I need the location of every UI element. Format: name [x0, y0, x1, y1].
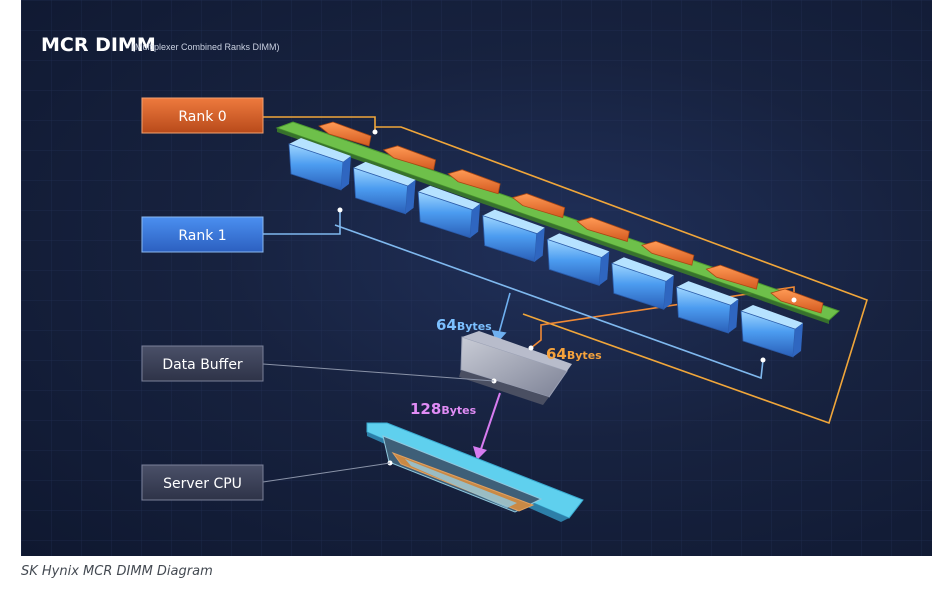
- memory-chip: [482, 193, 566, 263]
- rank0-bytes-label: 64Bytes: [546, 345, 602, 363]
- rank0-label: Rank 0: [178, 109, 226, 125]
- rank1-bytes-label: 64Bytes: [436, 316, 492, 334]
- memory-chip: [353, 145, 437, 215]
- cpu-bytes-value: 128: [410, 400, 441, 418]
- label-server-cpu: Server CPU: [141, 464, 264, 501]
- rank0-connector: [263, 116, 868, 425]
- server-cpu-chip: [366, 422, 584, 522]
- figure-caption: SK Hynix MCR DIMM Diagram: [21, 564, 213, 579]
- rank0-bytes-value: 64: [546, 345, 567, 363]
- cpu-bytes-label: 128Bytes: [410, 400, 477, 418]
- memory-chip: [546, 217, 630, 286]
- data-buffer-chip: [459, 331, 572, 405]
- memory-chip: [740, 288, 824, 358]
- rank1-label: Rank 1: [178, 228, 226, 244]
- connector-nodes: [337, 129, 797, 363]
- label-leaders: [262, 363, 495, 483]
- server-cpu-label: Server CPU: [163, 476, 242, 492]
- diagram-subtitle: (Multiplexer Combined Ranks DIMM): [132, 42, 280, 52]
- data-buffer-label: Data Buffer: [162, 357, 243, 373]
- rank1-bytes-value: 64: [436, 316, 457, 334]
- mcr-dimm-diagram: MCR DIMM (Multiplexer Combined Ranks DIM…: [21, 0, 932, 556]
- rank1-connector: [263, 210, 764, 380]
- memory-chip: [417, 169, 501, 239]
- memory-chips: [288, 121, 824, 358]
- cpu-bytes-unit: Bytes: [441, 404, 476, 417]
- memory-chip: [675, 264, 759, 334]
- label-rank0: Rank 0: [141, 97, 264, 134]
- diagram-title: MCR DIMM: [41, 34, 156, 56]
- diagram-canvas: MCR DIMM (Multiplexer Combined Ranks DIM…: [21, 0, 932, 556]
- memory-chip: [288, 121, 372, 191]
- rank1-bytes-unit: Bytes: [457, 320, 492, 333]
- buffer-to-cpu-arrow: [473, 392, 501, 460]
- label-data-buffer: Data Buffer: [141, 345, 264, 382]
- rank0-to-buffer-arrow: [530, 286, 795, 349]
- label-rank1: Rank 1: [141, 216, 264, 253]
- dimm-module: [275, 121, 840, 358]
- memory-chip: [611, 240, 695, 310]
- rank0-bytes-unit: Bytes: [567, 349, 602, 362]
